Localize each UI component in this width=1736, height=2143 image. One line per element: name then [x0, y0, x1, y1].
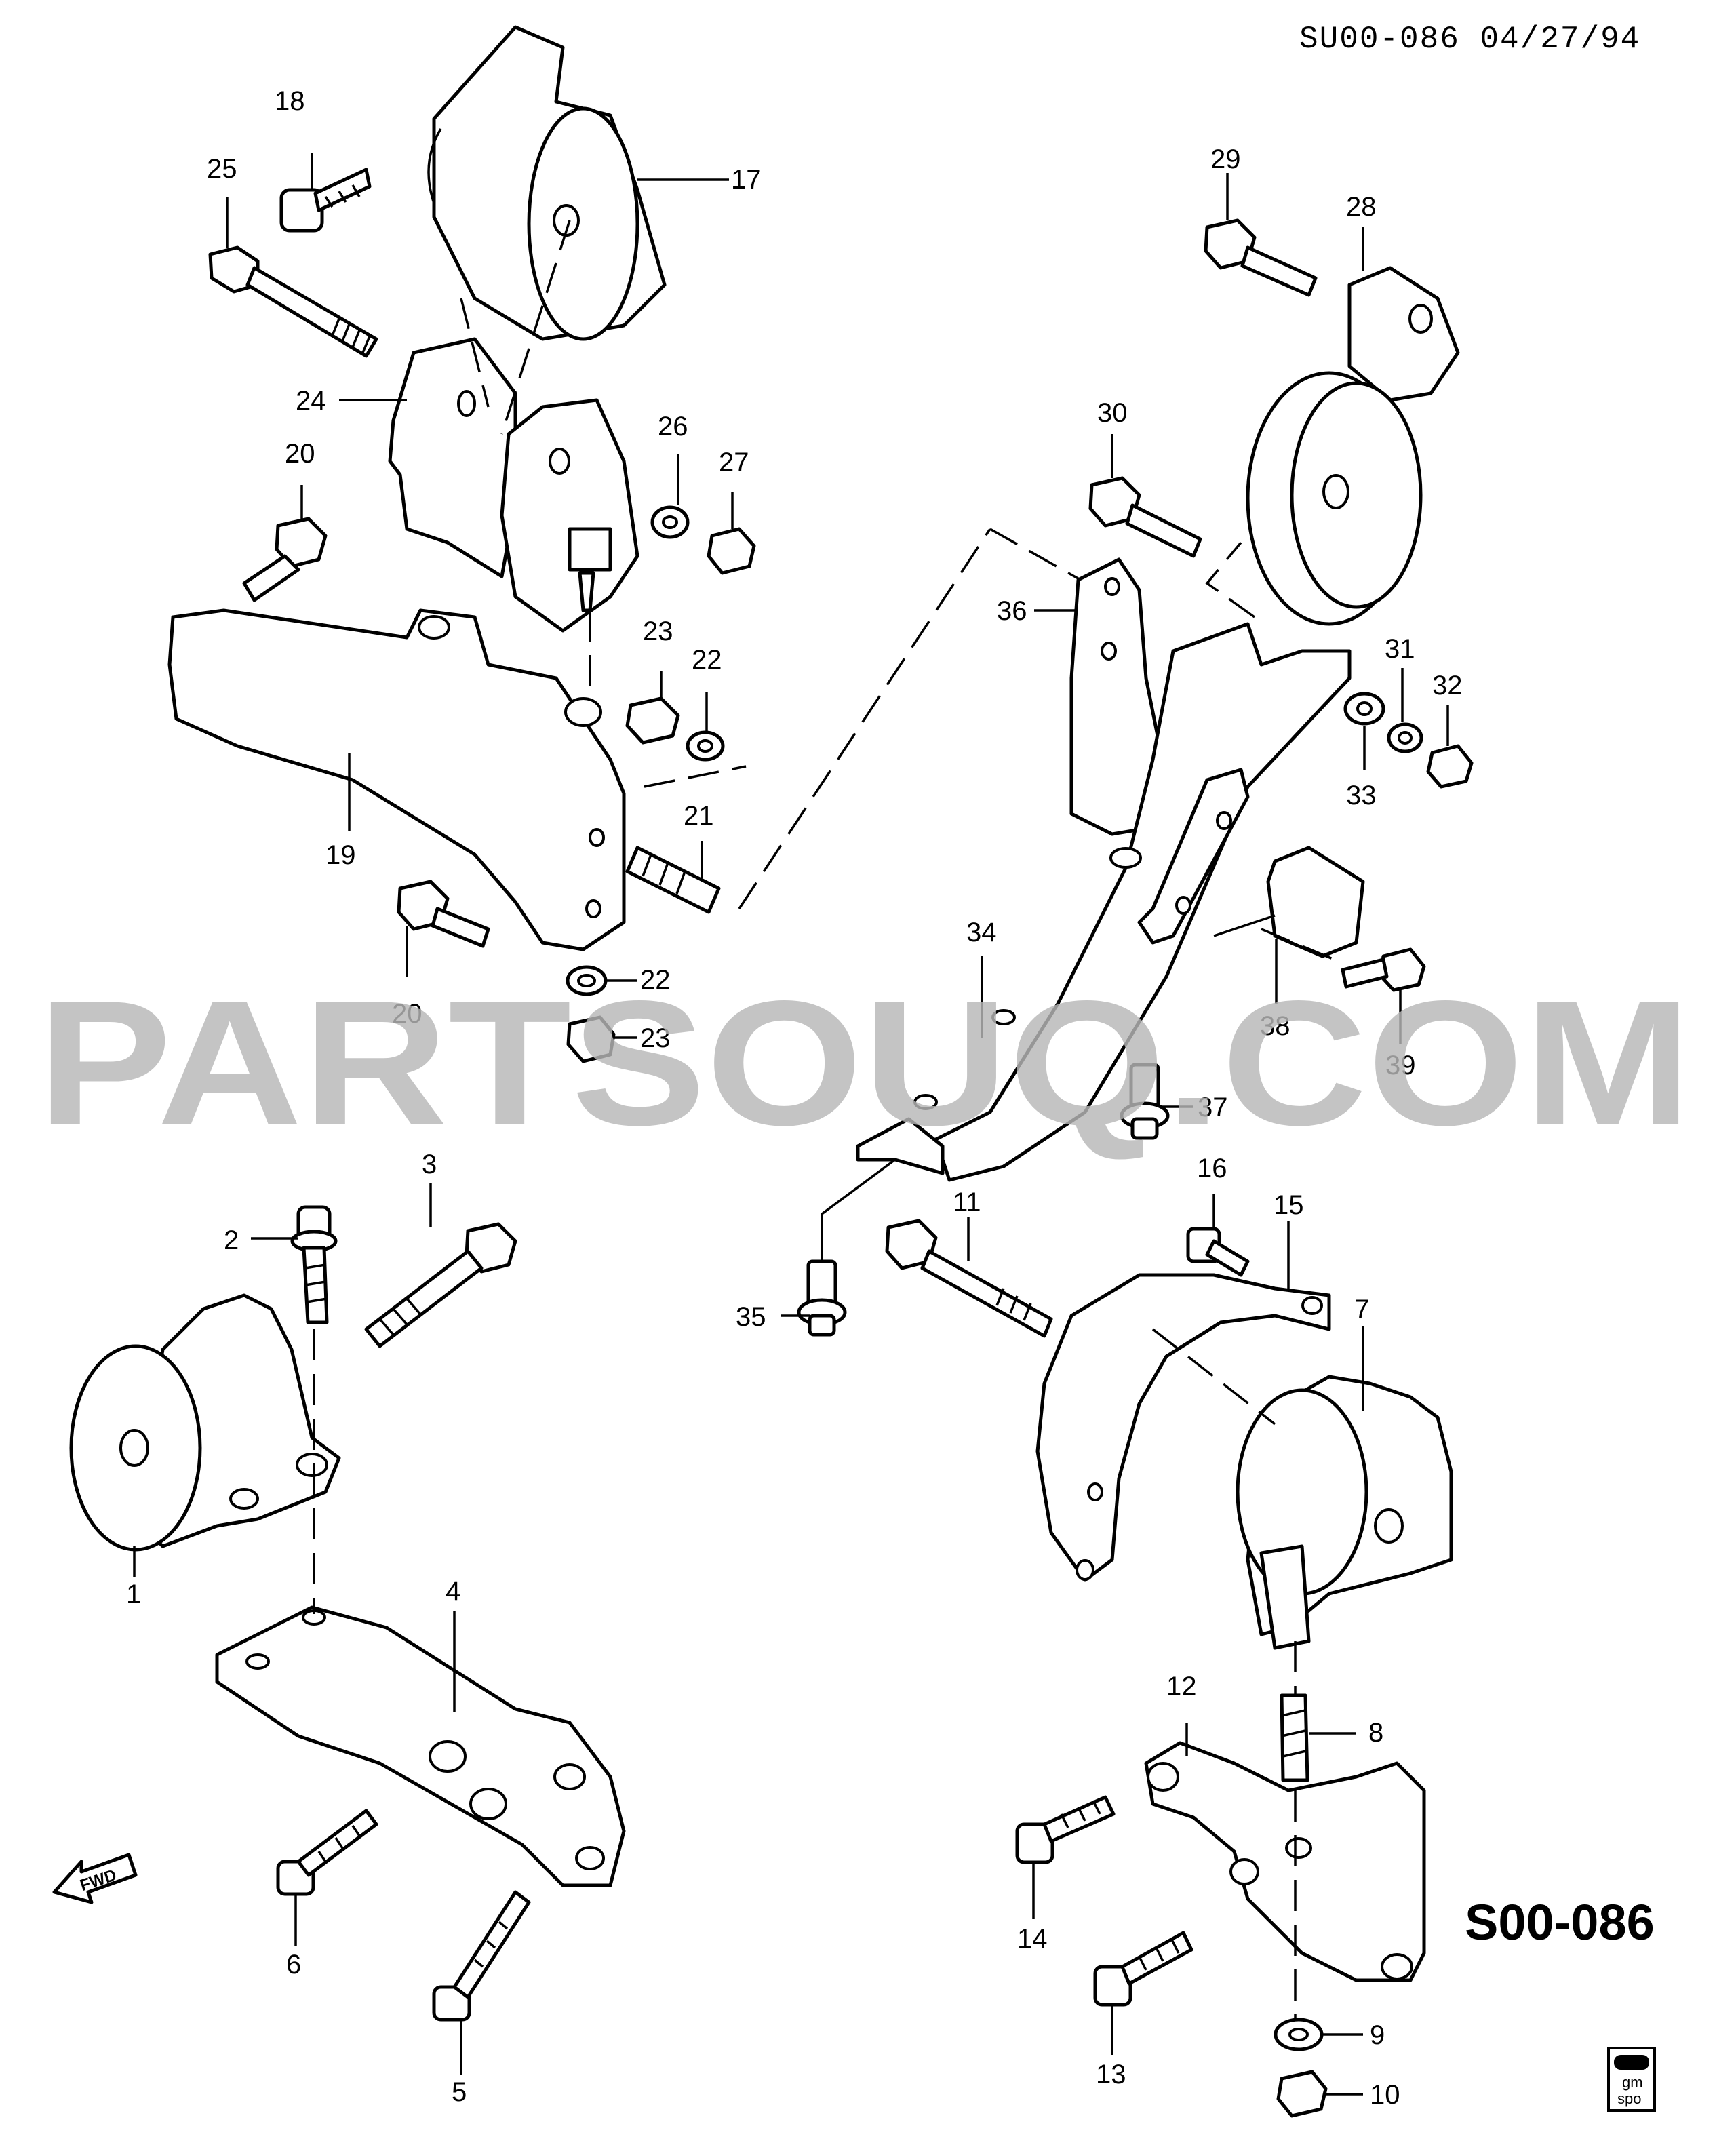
callout-21[interactable]: 21	[684, 801, 714, 831]
fwd-arrow: FWD	[52, 1853, 138, 1904]
callout-32[interactable]: 32	[1432, 671, 1463, 701]
callout-2[interactable]: 2	[224, 1225, 239, 1255]
callout-20-lower[interactable]: 20	[392, 999, 422, 1029]
callout-8[interactable]: 8	[1368, 1718, 1383, 1748]
part-4-bracket[interactable]	[215, 1605, 626, 1887]
part-23-nut-lower[interactable]	[566, 1015, 616, 1063]
callout-34[interactable]: 34	[966, 918, 997, 947]
callout-37[interactable]: 37	[1198, 1093, 1228, 1122]
callout-13[interactable]: 13	[1096, 2060, 1126, 2089]
part-31-washer[interactable]	[1387, 722, 1423, 753]
callout-31[interactable]: 31	[1385, 634, 1415, 664]
part-18-bolt[interactable]	[279, 168, 372, 233]
part-20a-bolt[interactable]	[242, 517, 328, 602]
part-33-washer[interactable]	[1343, 692, 1385, 726]
diagram-code: S00-086	[1465, 1894, 1655, 1950]
callout-5[interactable]: 5	[452, 2077, 467, 2107]
part-7-mount[interactable]	[1236, 1375, 1453, 1650]
part-11-bolt[interactable]	[885, 1219, 1053, 1338]
part-34-crossmember[interactable]	[856, 622, 1352, 1182]
callout-12[interactable]: 12	[1166, 1672, 1197, 1702]
part-32-nut[interactable]	[1426, 744, 1474, 789]
callout-11[interactable]: 11	[953, 1187, 981, 1217]
part-13-bolt[interactable]	[1093, 1931, 1194, 2007]
callout-22-lower[interactable]: 22	[640, 965, 671, 995]
callout-23-upper[interactable]: 23	[643, 616, 673, 646]
badge-line1: gm	[1622, 2074, 1643, 2091]
watermark: PARTSOUQ.COM	[37, 964, 1692, 1162]
part-22-washer-upper[interactable]	[686, 730, 725, 762]
part-20b-bolt[interactable]	[397, 880, 490, 948]
callout-27[interactable]: 27	[719, 448, 749, 477]
part-39-bolt[interactable]	[1341, 947, 1426, 992]
part-8-stud[interactable]	[1280, 1693, 1309, 1782]
part-9-washer[interactable]	[1274, 2018, 1324, 2051]
callout-30[interactable]: 30	[1097, 398, 1128, 428]
part-29-bolt[interactable]	[1204, 218, 1318, 297]
callout-17[interactable]: 17	[731, 165, 762, 195]
callout-25[interactable]: 25	[207, 154, 237, 184]
gm-spo-badge: gm spo	[1607, 2047, 1656, 2112]
callout-29[interactable]: 29	[1210, 144, 1241, 174]
callout-38[interactable]: 38	[1260, 1011, 1290, 1041]
callout-14[interactable]: 14	[1017, 1924, 1048, 1954]
callout-33[interactable]: 33	[1346, 781, 1377, 810]
callout-24[interactable]: 24	[296, 386, 326, 416]
part-3-bolt[interactable]	[364, 1222, 517, 1348]
part-10-nut[interactable]	[1276, 2070, 1328, 2118]
callout-22-upper[interactable]: 22	[692, 645, 722, 675]
part-16-bolt[interactable]	[1186, 1227, 1250, 1277]
part-5-bolt[interactable]	[432, 1890, 531, 2022]
callout-39[interactable]: 39	[1385, 1050, 1416, 1080]
callout-36[interactable]: 36	[997, 596, 1027, 626]
callout-26[interactable]: 26	[658, 412, 688, 441]
part-35-bolt[interactable]	[797, 1259, 847, 1337]
callout-6[interactable]: 6	[286, 1950, 301, 1980]
part-19-crossmember[interactable]	[167, 608, 626, 951]
part-14-bolt[interactable]	[1015, 1795, 1116, 1864]
part-22-washer-lower[interactable]	[566, 965, 608, 996]
callout-15[interactable]: 15	[1274, 1190, 1304, 1220]
callout-35[interactable]: 35	[736, 1302, 766, 1332]
part-26-washer[interactable]	[650, 505, 690, 539]
part-17-mount[interactable]	[427, 25, 667, 341]
callout-7[interactable]: 7	[1354, 1295, 1369, 1324]
part-2-bolt[interactable]	[290, 1205, 338, 1324]
part-34b-rail[interactable]	[1137, 768, 1250, 945]
callout-3[interactable]: 3	[422, 1149, 437, 1179]
part-38-damper[interactable]	[1266, 846, 1365, 958]
badge-line2: spo	[1617, 2090, 1641, 2107]
part-24-bracket[interactable]	[388, 337, 517, 578]
part-28b-mount[interactable]	[1246, 371, 1423, 626]
part-28-bushing[interactable]	[1347, 266, 1460, 402]
callout-18[interactable]: 18	[275, 86, 305, 116]
part-15-bracket[interactable]	[1035, 1273, 1331, 1582]
part-30-bolt[interactable]	[1088, 476, 1202, 558]
callout-19[interactable]: 19	[326, 840, 356, 870]
part-25-bolt[interactable]	[208, 245, 378, 358]
callout-10[interactable]: 10	[1370, 2080, 1400, 2110]
part-27-nut[interactable]	[707, 527, 756, 575]
part-24b-insulator[interactable]	[500, 398, 639, 633]
callout-20-upper[interactable]: 20	[285, 439, 315, 469]
part-6-bolt[interactable]	[276, 1809, 378, 1896]
callout-23-lower[interactable]: 23	[640, 1023, 671, 1053]
part-21-stud[interactable]	[625, 846, 721, 914]
callout-1[interactable]: 1	[126, 1579, 141, 1609]
part-37-bolt[interactable]	[1120, 1063, 1170, 1140]
part-1-mount[interactable]	[69, 1293, 341, 1552]
callout-4[interactable]: 4	[446, 1577, 460, 1607]
callout-9[interactable]: 9	[1370, 2020, 1385, 2050]
part-12-bracket[interactable]	[1144, 1741, 1426, 1982]
callout-16[interactable]: 16	[1197, 1154, 1227, 1183]
callout-28[interactable]: 28	[1346, 192, 1377, 222]
diagram-reference: SU00-086 04/27/94	[1299, 22, 1640, 57]
part-23-nut-upper[interactable]	[625, 696, 680, 745]
